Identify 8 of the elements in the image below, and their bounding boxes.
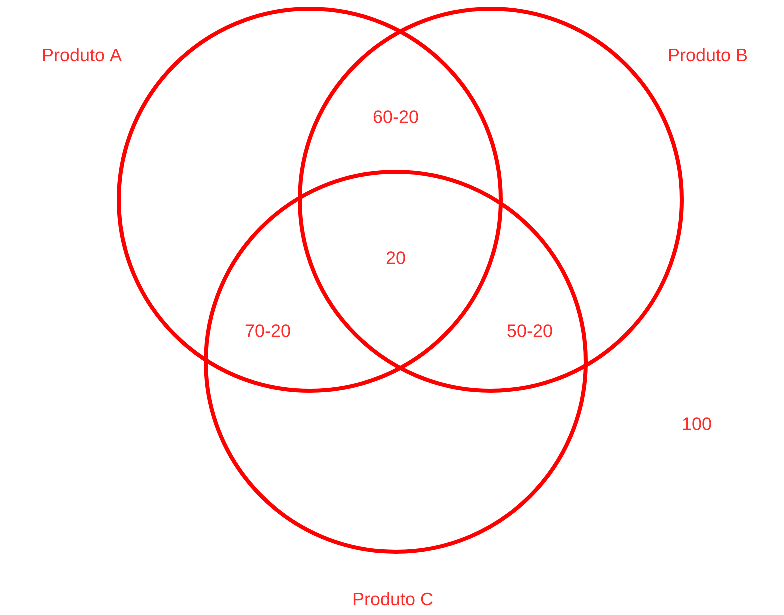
set-label: Produto A — [43, 48, 122, 62]
region-value: 100 — [683, 418, 712, 430]
region-value: 50-20 — [508, 324, 552, 338]
region-value: 20 — [386, 252, 406, 264]
set-label: Produto B — [669, 48, 748, 62]
region-value: 60-20 — [374, 110, 418, 124]
set-label: Produto C — [354, 592, 433, 606]
region-value: 70-20 — [246, 324, 290, 338]
